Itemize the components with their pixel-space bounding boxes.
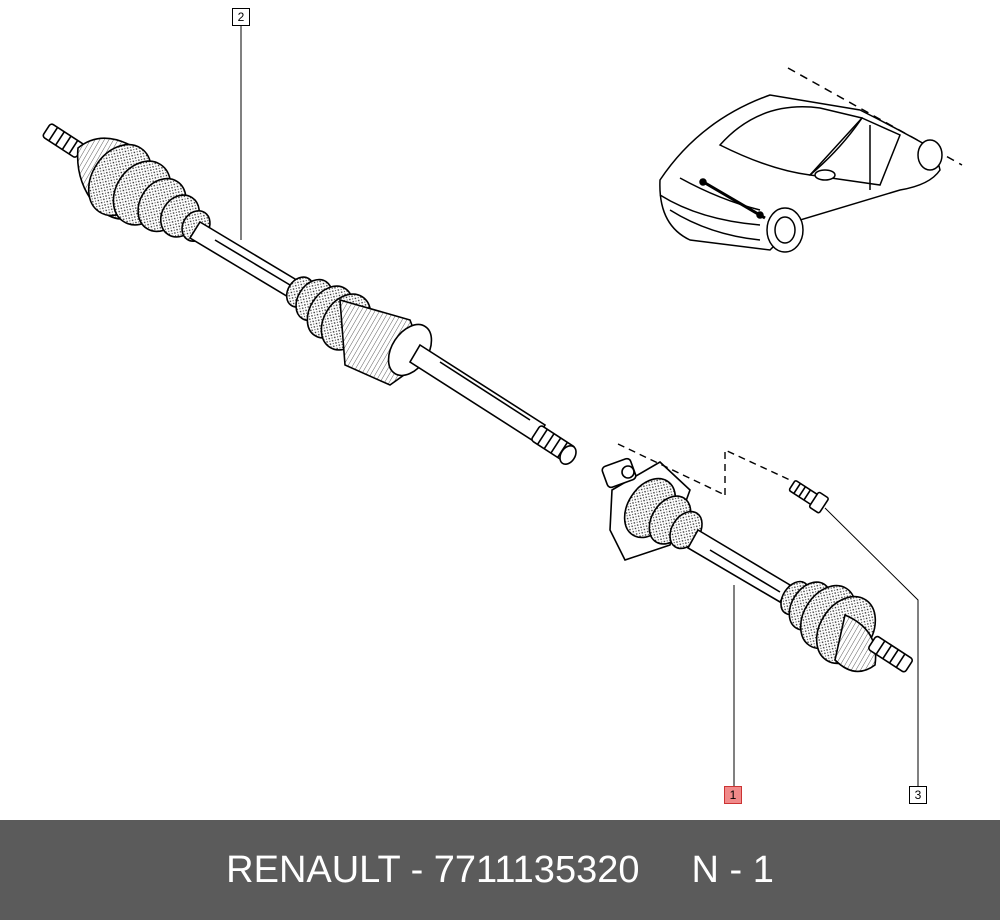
- part-footer: RENAULT - 7711135320 N - 1: [0, 820, 1000, 920]
- parts-diagram: 1 2 3: [42, 8, 963, 804]
- drive-shaft-upper: [42, 123, 577, 466]
- callout-1[interactable]: 1: [724, 786, 742, 804]
- callout-leaders: [240, 25, 919, 786]
- car-location-sketch: [659, 67, 963, 253]
- drive-shaft-illustration: [42, 25, 963, 786]
- callout-2[interactable]: 2: [232, 8, 250, 26]
- part-number-text: RENAULT - 7711135320: [226, 848, 640, 891]
- assembly-dashes: [617, 443, 791, 496]
- position-text: N - 1: [691, 848, 774, 891]
- callout-3[interactable]: 3: [909, 786, 927, 804]
- drive-shaft-lower: [601, 457, 914, 673]
